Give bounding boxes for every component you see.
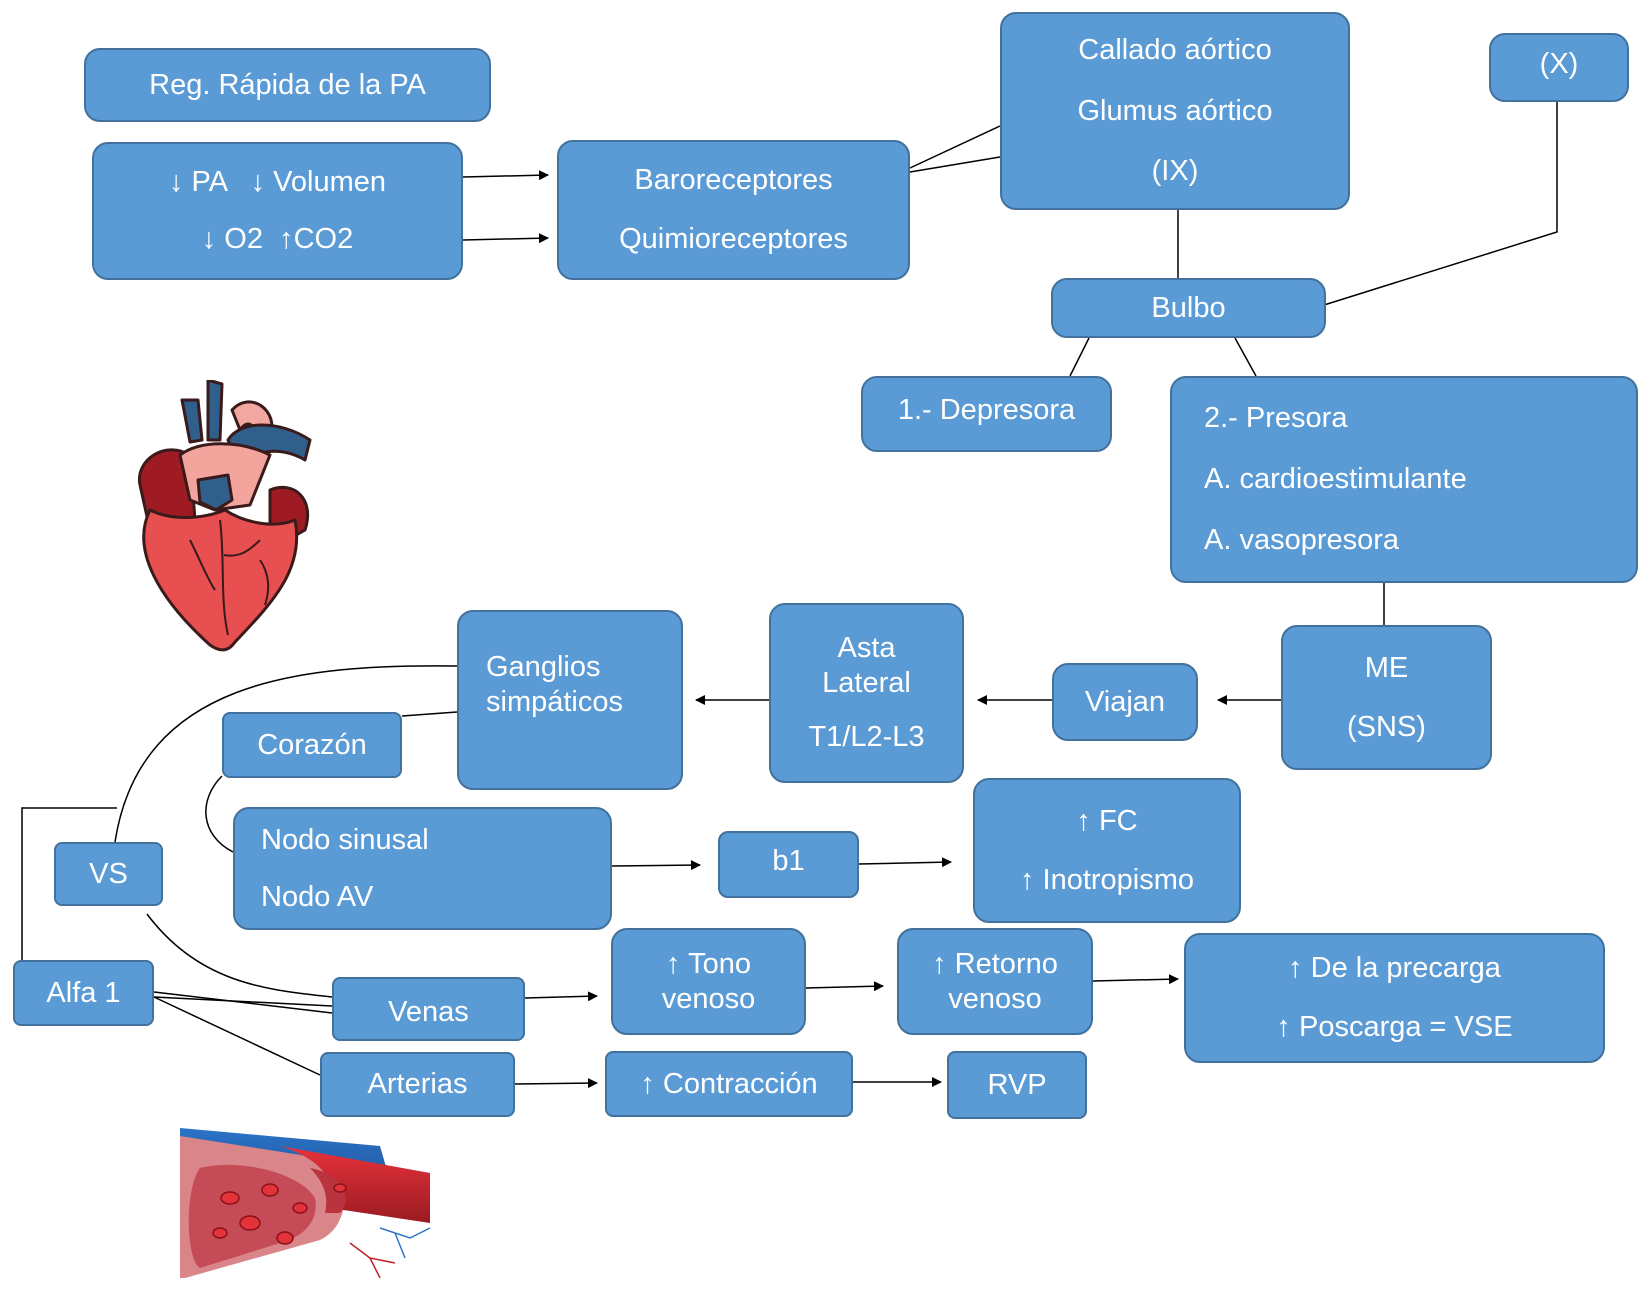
aortico-line3: (IX) bbox=[1151, 155, 1199, 188]
b1-label: b1 bbox=[772, 845, 805, 878]
arrow-tono-retorno bbox=[805, 981, 884, 992]
box-aortico: Callado aórtico Glumus aórtico (IX) bbox=[1000, 12, 1350, 210]
ganglios-line1: Ganglios bbox=[486, 651, 601, 684]
bulbo-label: Bulbo bbox=[1151, 291, 1226, 324]
curve-corazon-nodos bbox=[205, 775, 234, 853]
asta-line3: T1/L2-L3 bbox=[808, 721, 925, 754]
presora-line3: A. vasopresora bbox=[1204, 523, 1400, 556]
box-bulbo: Bulbo bbox=[1051, 278, 1326, 338]
nodos-line2: Nodo AV bbox=[261, 880, 374, 913]
tono-line2: venoso bbox=[661, 982, 756, 1015]
box-rvp: RVP bbox=[947, 1051, 1087, 1119]
box-presora: 2.- Presora A. cardioestimulante A. vaso… bbox=[1170, 376, 1638, 583]
arrow-venas-tono bbox=[524, 991, 598, 1002]
box-alfa1: Alfa 1 bbox=[13, 960, 154, 1026]
venas-label: Venas bbox=[388, 995, 469, 1028]
estimulos-line1: ↓ PA ↓ Volumen bbox=[168, 166, 387, 199]
line-alfa1-venas-1 bbox=[153, 991, 333, 1014]
box-contraccion: ↑ Contracción bbox=[605, 1051, 853, 1117]
aortico-line1: Callado aórtico bbox=[1078, 33, 1272, 66]
corazon-label: Corazón bbox=[257, 728, 367, 761]
arrow-estimulos-receptores-1 bbox=[462, 170, 549, 181]
line-ganglios-corazon bbox=[401, 711, 458, 717]
presora-line1: 2.- Presora bbox=[1204, 402, 1348, 435]
line-receptores-aortico-2 bbox=[909, 156, 1001, 173]
presora-line2: A. cardioestimulante bbox=[1204, 463, 1467, 496]
heart-illustration bbox=[138, 380, 312, 652]
line-alfa1-arterias bbox=[153, 996, 321, 1076]
blood-vessel-illustration bbox=[180, 1128, 431, 1279]
line-bulbo-depresora bbox=[1069, 337, 1090, 377]
box-b1: b1 bbox=[718, 831, 859, 898]
fc-line2: ↑ Inotropismo bbox=[1019, 863, 1195, 896]
reg-rapida-label: Reg. Rápida de la PA bbox=[149, 68, 426, 101]
box-fc: ↑ FC ↑ Inotropismo bbox=[973, 778, 1241, 923]
line-bulbo-presora bbox=[1234, 337, 1257, 377]
rvp-label: RVP bbox=[987, 1068, 1047, 1101]
retorno-line2: venoso bbox=[948, 982, 1042, 1015]
curve-ganglios-vs bbox=[114, 665, 458, 843]
line-vago-bulbo bbox=[1323, 102, 1558, 306]
me-line2: (SNS) bbox=[1347, 710, 1426, 743]
bracket-vs-alfa1 bbox=[21, 807, 117, 960]
retorno-line1: ↑ Retorno bbox=[932, 947, 1058, 980]
box-receptores: Baroreceptores Quimioreceptores bbox=[557, 140, 910, 280]
fc-line1: ↑ FC bbox=[1076, 804, 1138, 837]
vs-label: VS bbox=[89, 857, 128, 890]
me-line1: ME bbox=[1364, 651, 1409, 684]
aortico-line2: Glumus aórtico bbox=[1077, 94, 1273, 127]
box-precarga: ↑ De la precarga ↑ Poscarga = VSE bbox=[1184, 933, 1605, 1063]
box-tono: ↑ Tono venoso bbox=[611, 928, 806, 1035]
viajan-label: Viajan bbox=[1084, 685, 1166, 718]
box-reg-rapida: Reg. Rápida de la PA bbox=[84, 48, 491, 122]
arrow-b1-fc bbox=[858, 857, 952, 868]
arterias-label: Arterias bbox=[367, 1068, 468, 1101]
box-asta: Asta Lateral T1/L2-L3 bbox=[769, 603, 964, 783]
receptores-line2: Quimioreceptores bbox=[619, 223, 848, 255]
vago-label: (X) bbox=[1539, 48, 1579, 81]
ganglios-line2: simpáticos bbox=[486, 686, 623, 718]
arrow-retorno-precarga bbox=[1092, 974, 1179, 985]
arrow-estimulos-receptores-2 bbox=[462, 233, 549, 244]
box-ganglios: Ganglios simpáticos bbox=[457, 610, 683, 790]
arrow-arterias-contraccion bbox=[514, 1078, 598, 1089]
box-vago: (X) bbox=[1489, 33, 1629, 102]
estimulos-line2: ↓ O2 ↑CO2 bbox=[201, 223, 354, 255]
box-venas: Venas bbox=[332, 977, 525, 1041]
box-nodos: Nodo sinusal Nodo AV bbox=[233, 807, 612, 930]
nodos-line1: Nodo sinusal bbox=[261, 823, 429, 856]
precarga-line1: ↑ De la precarga bbox=[1288, 952, 1501, 985]
tono-line1: ↑ Tono bbox=[666, 947, 751, 980]
alfa1-label: Alfa 1 bbox=[46, 976, 121, 1009]
precarga-line2: ↑ Poscarga = VSE bbox=[1276, 1011, 1513, 1043]
curve-vs-venas bbox=[146, 913, 333, 998]
arrow-nodos-b1 bbox=[611, 860, 701, 871]
box-me: ME (SNS) bbox=[1281, 625, 1492, 770]
asta-line2: Lateral bbox=[822, 666, 911, 699]
receptores-line1: Baroreceptores bbox=[634, 164, 833, 197]
box-corazon: Corazón bbox=[222, 712, 402, 778]
box-depresora: 1.- Depresora bbox=[861, 376, 1112, 452]
contraccion-label: ↑ Contracción bbox=[640, 1067, 818, 1100]
line-alfa1-venas-2 bbox=[153, 996, 333, 1007]
box-arterias: Arterias bbox=[320, 1052, 515, 1117]
box-retorno: ↑ Retorno venoso bbox=[897, 928, 1093, 1035]
box-vs: VS bbox=[54, 842, 163, 906]
asta-line1: Asta bbox=[837, 631, 896, 664]
depresora-label: 1.- Depresora bbox=[897, 393, 1076, 426]
box-estimulos: ↓ PA ↓ Volumen ↓ O2 ↑CO2 bbox=[92, 142, 463, 280]
box-viajan: Viajan bbox=[1052, 663, 1198, 741]
line-receptores-aortico-1 bbox=[909, 125, 1001, 169]
